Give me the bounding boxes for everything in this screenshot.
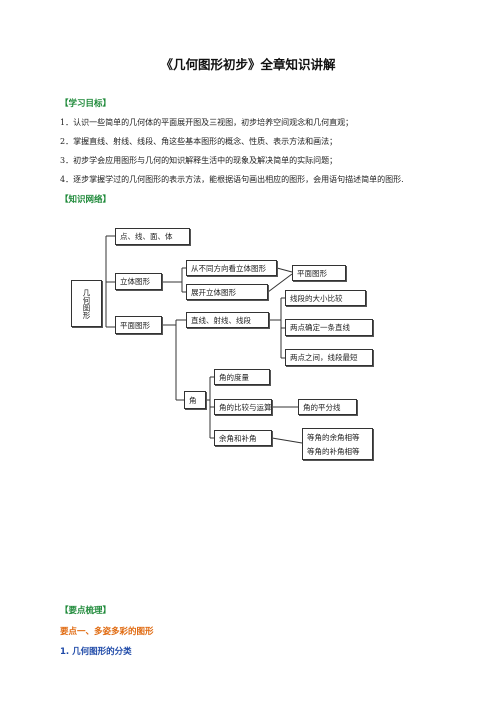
node-angle-compare: 角的比较与运算	[214, 399, 272, 415]
node-two-points-line: 两点确定一条直线	[285, 319, 373, 336]
node-plane-figures-result: 平面图形	[292, 265, 346, 281]
node-segment-compare: 线段的大小比较	[285, 290, 366, 306]
network-header: 【知识网络】	[60, 195, 112, 205]
node-angle-bisector: 角的平分线	[298, 399, 357, 415]
goal-3: 3．初步学会应用图形与几何的知识解释生活中的现象及解决简单的实际问题；	[60, 156, 338, 165]
node-shortest-segment: 两点之间，线段最短	[285, 349, 373, 366]
node-angle: 角	[184, 391, 206, 409]
equal-complements-label: 等角的余角相等	[307, 432, 360, 442]
node-points-lines-planes-solids: 点、线、面、体	[115, 228, 190, 245]
goal-4: 4．逐步掌握学过的几何图形的表示方法，能根据语句画出相应的图形，会用语句描述简单…	[60, 175, 404, 184]
node-solid-figures: 立体图形	[115, 273, 162, 290]
point-one-heading: 要点一、多姿多彩的图形	[60, 627, 154, 637]
page-title: 《几何图形初步》全章知识讲解	[160, 57, 336, 72]
equal-supplements-label: 等角的补角相等	[307, 446, 360, 456]
node-lines-rays-segments: 直线、射线、线段	[186, 312, 269, 328]
node-root: 几何图形	[71, 280, 102, 327]
subsection-classification: 1. 几何图形的分类	[60, 647, 132, 657]
goals-header: 【学习目标】	[60, 99, 112, 109]
goal-2: 2．掌握直线、射线、线段、角这些基本图形的概念、性质、表示方法和画法；	[60, 137, 338, 146]
points-header: 【要点梳理】	[60, 606, 112, 616]
node-angle-measure: 角的度量	[214, 369, 270, 385]
node-plane-figures: 平面图形	[115, 316, 162, 334]
goal-1: 1．认识一些简单的几何体的平面展开图及三视图，初步培养空间观念和几何直观；	[60, 118, 354, 127]
node-equal-angles: 等角的余角相等 等角的补角相等	[302, 428, 373, 460]
node-view-from-directions: 从不同方向看立体图形	[186, 260, 277, 276]
node-unfold-solids: 展开立体图形	[186, 284, 268, 300]
node-complementary-supplementary: 余角和补角	[214, 430, 272, 446]
